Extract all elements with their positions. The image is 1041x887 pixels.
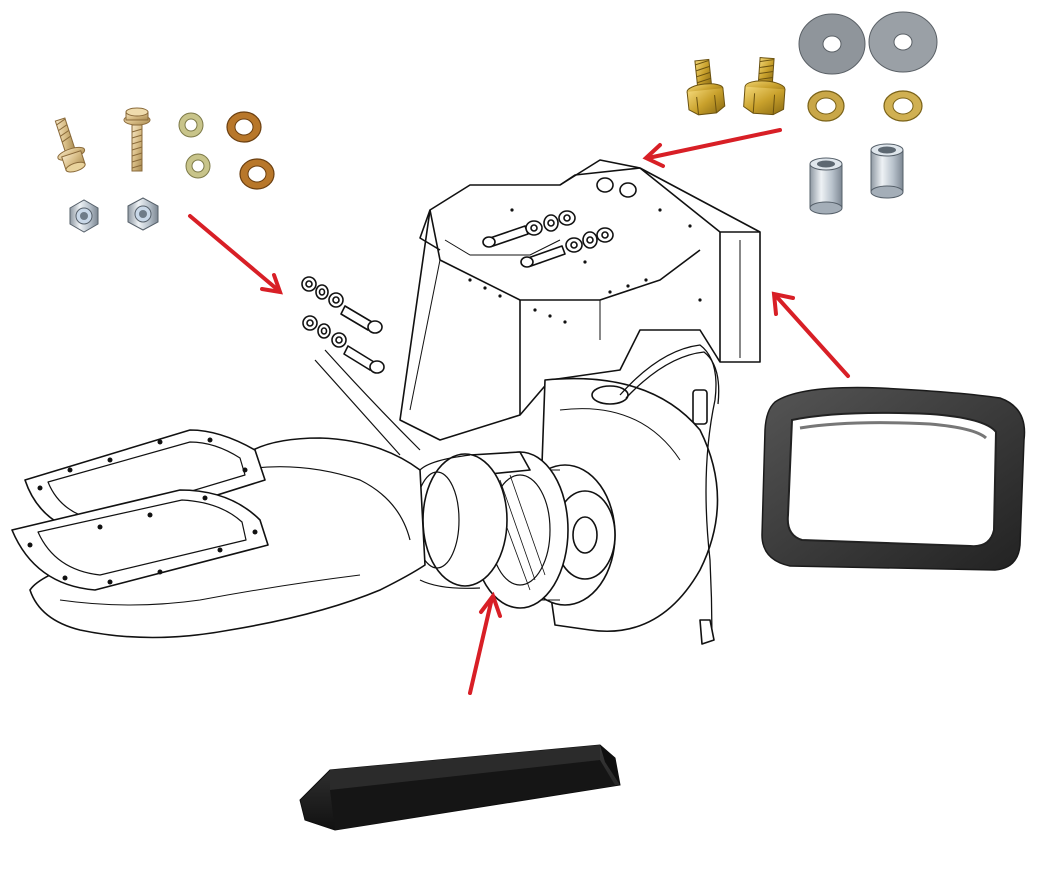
side-bolts-exploded <box>301 276 421 456</box>
large-flat-washer-icon <box>798 13 866 75</box>
heater-blower-assembly <box>11 159 761 645</box>
arrows <box>188 128 850 695</box>
arrow-to-blower-inlet <box>468 591 502 695</box>
screw-kit-left <box>54 107 275 233</box>
screw-kit-right <box>686 11 938 215</box>
flange-bolt-icon <box>123 107 151 172</box>
flange-bolt-icon <box>54 117 86 173</box>
flat-washer-icon <box>178 112 204 138</box>
box-top-bolts <box>482 177 637 268</box>
foam-strip <box>299 744 621 831</box>
spring-washer-icon <box>807 90 845 122</box>
spring-washer-icon <box>226 111 262 143</box>
spring-washer-icon <box>883 90 923 122</box>
hex-bolt-icon <box>743 57 786 116</box>
arrow-to-left-bolts <box>188 214 284 295</box>
spring-washer-icon <box>239 158 275 190</box>
nylock-nut-icon <box>69 199 99 233</box>
nylock-nut-icon <box>127 197 159 231</box>
flat-washer-icon <box>185 153 211 179</box>
arrow-to-top-bolts <box>642 128 782 168</box>
spacer-tube-icon <box>809 157 843 215</box>
hex-bolt-icon <box>686 58 726 116</box>
rubber-seal-gasket <box>761 386 1026 571</box>
large-flat-washer-icon <box>868 11 938 73</box>
arrow-to-heater-box-face <box>771 291 850 378</box>
duct-flange <box>11 429 269 591</box>
spacer-tube-icon <box>870 143 904 199</box>
